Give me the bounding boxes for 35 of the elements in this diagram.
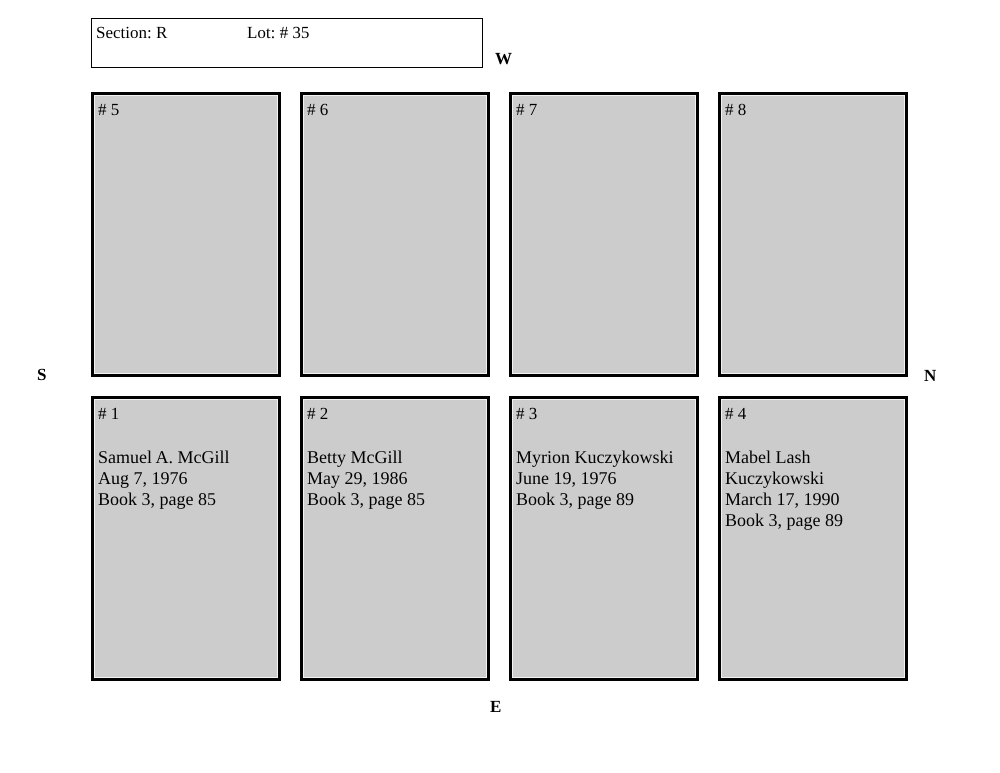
burial-date: March 17, 1990 [725,489,840,510]
burial-date: Aug 7, 1976 [98,468,188,489]
burial-name: Myrion Kuczykowski [516,447,674,468]
plot-number: # 1 [98,404,120,424]
plot-number: # 8 [725,100,746,120]
section-lot-box [91,18,483,68]
plot-number: # 5 [98,100,120,120]
record-reference: Book 3, page 89 [516,489,634,510]
burial-name: Samuel A. McGill [98,447,230,468]
grave-plot-box [91,92,281,377]
grave-plot-box [718,92,908,377]
plot-number: # 6 [307,100,328,120]
burial-name: Betty McGill [307,447,402,468]
grave-plot-box [91,396,281,681]
grave-plot-box [509,92,699,377]
grave-plot-box [509,396,699,681]
record-reference: Book 3, page 85 [98,489,216,510]
compass-direction-label: S [37,365,46,385]
compass-direction-label: E [490,697,502,717]
grave-plot-box [718,396,908,681]
section-label: Section: R [96,23,168,43]
plot-number: # 7 [516,100,538,120]
plot-number: # 2 [307,404,328,424]
lot-number-label: Lot: # 35 [247,23,310,43]
burial-name: Mabel Lash Kuczykowski [725,447,825,489]
record-reference: Book 3, page 85 [307,489,425,510]
grave-plot-box [300,396,490,681]
plot-number: # 3 [516,404,538,424]
grave-plot-box [300,92,490,377]
compass-direction-label: W [495,49,512,69]
burial-date: May 29, 1986 [307,468,408,489]
record-reference: Book 3, page 89 [725,510,843,531]
burial-date: June 19, 1976 [516,468,616,489]
plot-number: # 4 [725,404,746,424]
compass-direction-label: N [924,366,936,386]
